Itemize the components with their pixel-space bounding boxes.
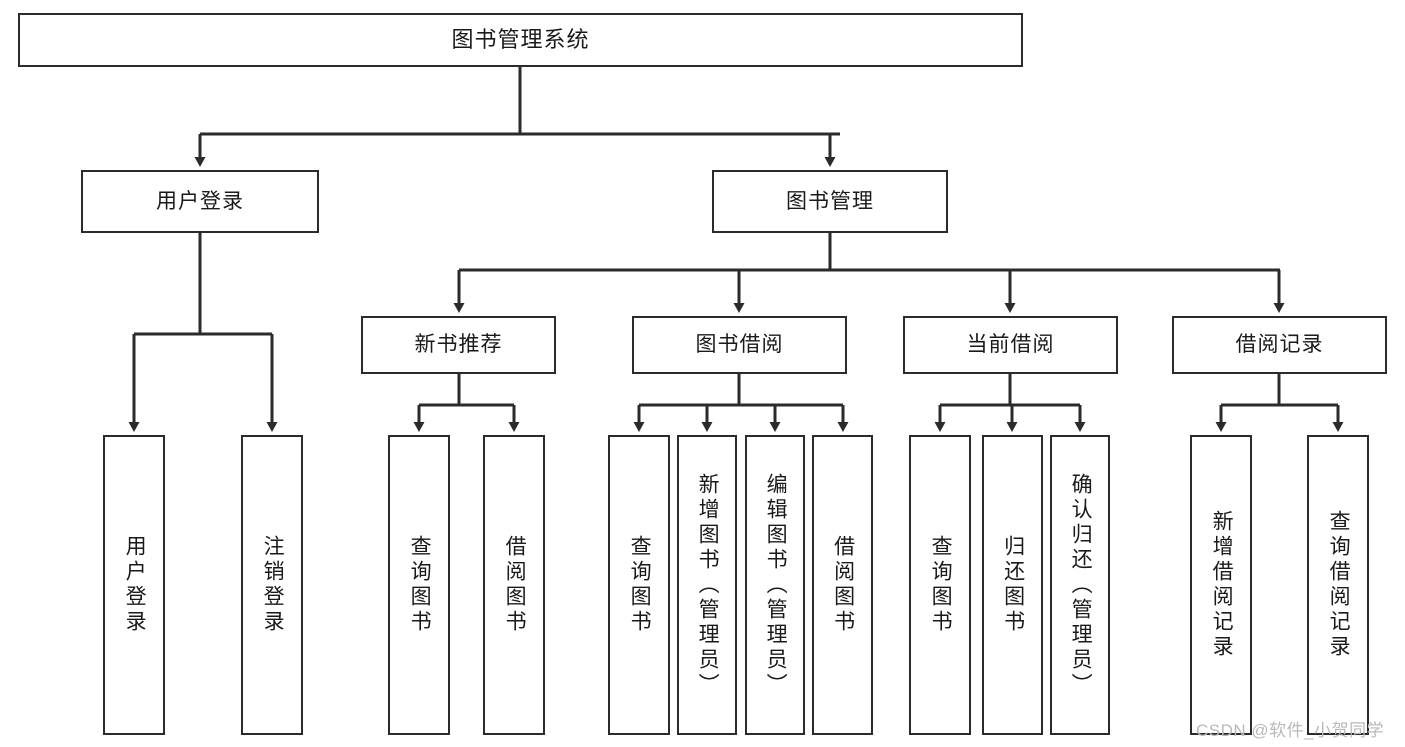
node-borrow-record[interactable]: 借阅记录 [1172, 316, 1387, 374]
leaf-borrow-book-2[interactable]: 借阅图书 [812, 435, 873, 735]
node-current-borrow[interactable]: 当前借阅 [903, 316, 1118, 374]
leaf-edit-book-label: 编辑图书（管理员） [764, 472, 788, 698]
node-book-borrow[interactable]: 图书借阅 [632, 316, 847, 374]
leaf-confirm-return-label: 确认归还（管理员） [1069, 472, 1093, 698]
node-new-book-rec[interactable]: 新书推荐 [361, 316, 556, 374]
node-root[interactable]: 图书管理系统 [18, 13, 1023, 67]
leaf-add-book-label: 新增图书（管理员） [696, 472, 720, 698]
leaf-logout[interactable]: 注销登录 [241, 435, 303, 735]
node-borrow-record-label: 借阅记录 [1235, 333, 1324, 357]
node-current-borrow-label: 当前借阅 [966, 333, 1055, 357]
leaf-query-record-label: 查询借阅记录 [1327, 510, 1351, 660]
leaf-query-book-3-label: 查询图书 [929, 535, 953, 635]
node-book-manage-label: 图书管理 [786, 189, 874, 213]
node-root-label: 图书管理系统 [451, 26, 590, 52]
leaf-add-book[interactable]: 新增图书（管理员） [677, 435, 737, 735]
leaf-borrow-book-1-label: 借阅图书 [503, 535, 527, 635]
leaf-query-book-1-label: 查询图书 [408, 535, 432, 635]
leaf-query-book-1[interactable]: 查询图书 [388, 435, 450, 735]
leaf-logout-label: 注销登录 [261, 535, 285, 635]
node-user-login-label: 用户登录 [156, 189, 244, 213]
leaf-query-book-3[interactable]: 查询图书 [909, 435, 971, 735]
node-new-book-rec-label: 新书推荐 [414, 333, 503, 357]
leaf-add-record[interactable]: 新增借阅记录 [1190, 435, 1252, 735]
leaf-query-book-2-label: 查询图书 [628, 535, 652, 635]
leaf-borrow-book-2-label: 借阅图书 [831, 535, 855, 635]
node-user-login[interactable]: 用户登录 [81, 170, 319, 233]
leaf-user-login[interactable]: 用户登录 [103, 435, 165, 735]
leaf-confirm-return[interactable]: 确认归还（管理员） [1050, 435, 1110, 735]
leaf-add-record-label: 新增借阅记录 [1210, 510, 1234, 660]
leaf-query-record[interactable]: 查询借阅记录 [1307, 435, 1369, 735]
leaf-edit-book[interactable]: 编辑图书（管理员） [745, 435, 805, 735]
leaf-user-login-label: 用户登录 [123, 535, 147, 635]
leaf-borrow-book-1[interactable]: 借阅图书 [483, 435, 545, 735]
node-book-manage[interactable]: 图书管理 [712, 170, 948, 233]
csdn-watermark: CSDN @软件_小贺同学 [1196, 721, 1385, 740]
leaf-return-book-label: 归还图书 [1001, 535, 1025, 635]
leaf-return-book[interactable]: 归还图书 [982, 435, 1043, 735]
node-book-borrow-label: 图书借阅 [695, 333, 784, 357]
leaf-query-book-2[interactable]: 查询图书 [608, 435, 670, 735]
